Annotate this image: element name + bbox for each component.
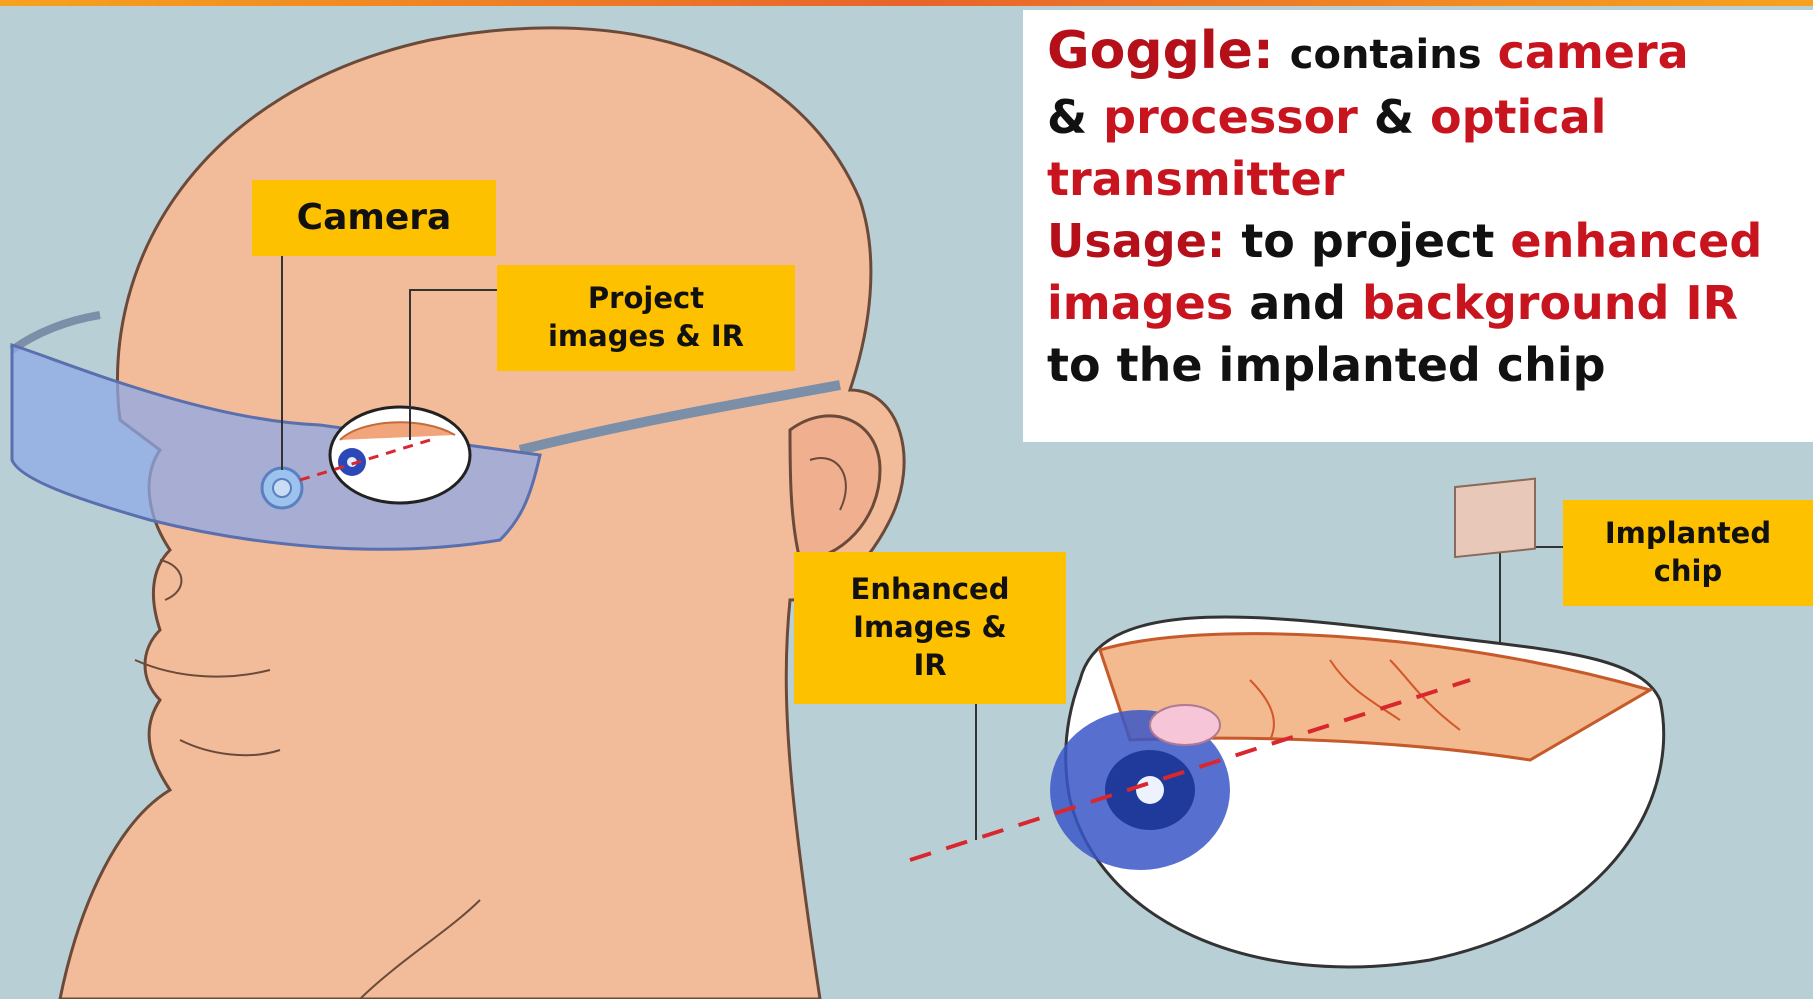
chip-line-2: chip <box>1605 553 1771 591</box>
project-images-callout: Project images & IR <box>497 265 795 371</box>
info-line-2: & processor & optical <box>1047 86 1807 148</box>
enhanced-line-1: Enhanced <box>851 571 1010 609</box>
and-text: and <box>1249 276 1346 330</box>
enhanced-images-callout: Enhanced Images & IR <box>794 552 1066 704</box>
to-project-text: to project <box>1241 214 1494 268</box>
camera-callout-text: Camera <box>297 195 452 242</box>
usage-heading: Usage: <box>1047 214 1225 268</box>
ampersand-2: & <box>1374 90 1414 144</box>
optical-text: optical <box>1430 90 1606 144</box>
enhanced-line-3: IR <box>851 647 1010 685</box>
implanted-chip-icon <box>1455 479 1535 557</box>
info-line-3: transmitter <box>1047 148 1807 210</box>
info-line-5: images and background IR <box>1047 272 1807 334</box>
info-line-6: to the implanted chip <box>1047 334 1807 396</box>
processor-text: processor <box>1103 90 1358 144</box>
chip-line-1: Implanted <box>1605 515 1771 553</box>
enhanced-line-2: Images & <box>851 609 1010 647</box>
enhanced-text: enhanced <box>1510 214 1762 268</box>
camera-text: camera <box>1498 25 1689 79</box>
info-line-4: Usage: to project enhanced <box>1047 210 1807 272</box>
to-chip-text: to the implanted chip <box>1047 338 1606 392</box>
camera-callout: Camera <box>252 180 496 256</box>
implanted-chip-callout: Implanted chip <box>1563 500 1813 606</box>
background-ir-text: background IR <box>1362 276 1738 330</box>
contains-text: contains <box>1290 32 1482 78</box>
images-text: images <box>1047 276 1233 330</box>
transmitter-text: transmitter <box>1047 152 1344 206</box>
info-line-1: Goggle: contains camera <box>1047 20 1807 86</box>
ampersand-1: & <box>1047 90 1087 144</box>
goggle-heading: Goggle: <box>1047 21 1274 81</box>
project-line-2: images & IR <box>548 318 744 356</box>
project-line-1: Project <box>548 280 744 318</box>
info-text-box: Goggle: contains camera & processor & op… <box>1023 10 1813 442</box>
